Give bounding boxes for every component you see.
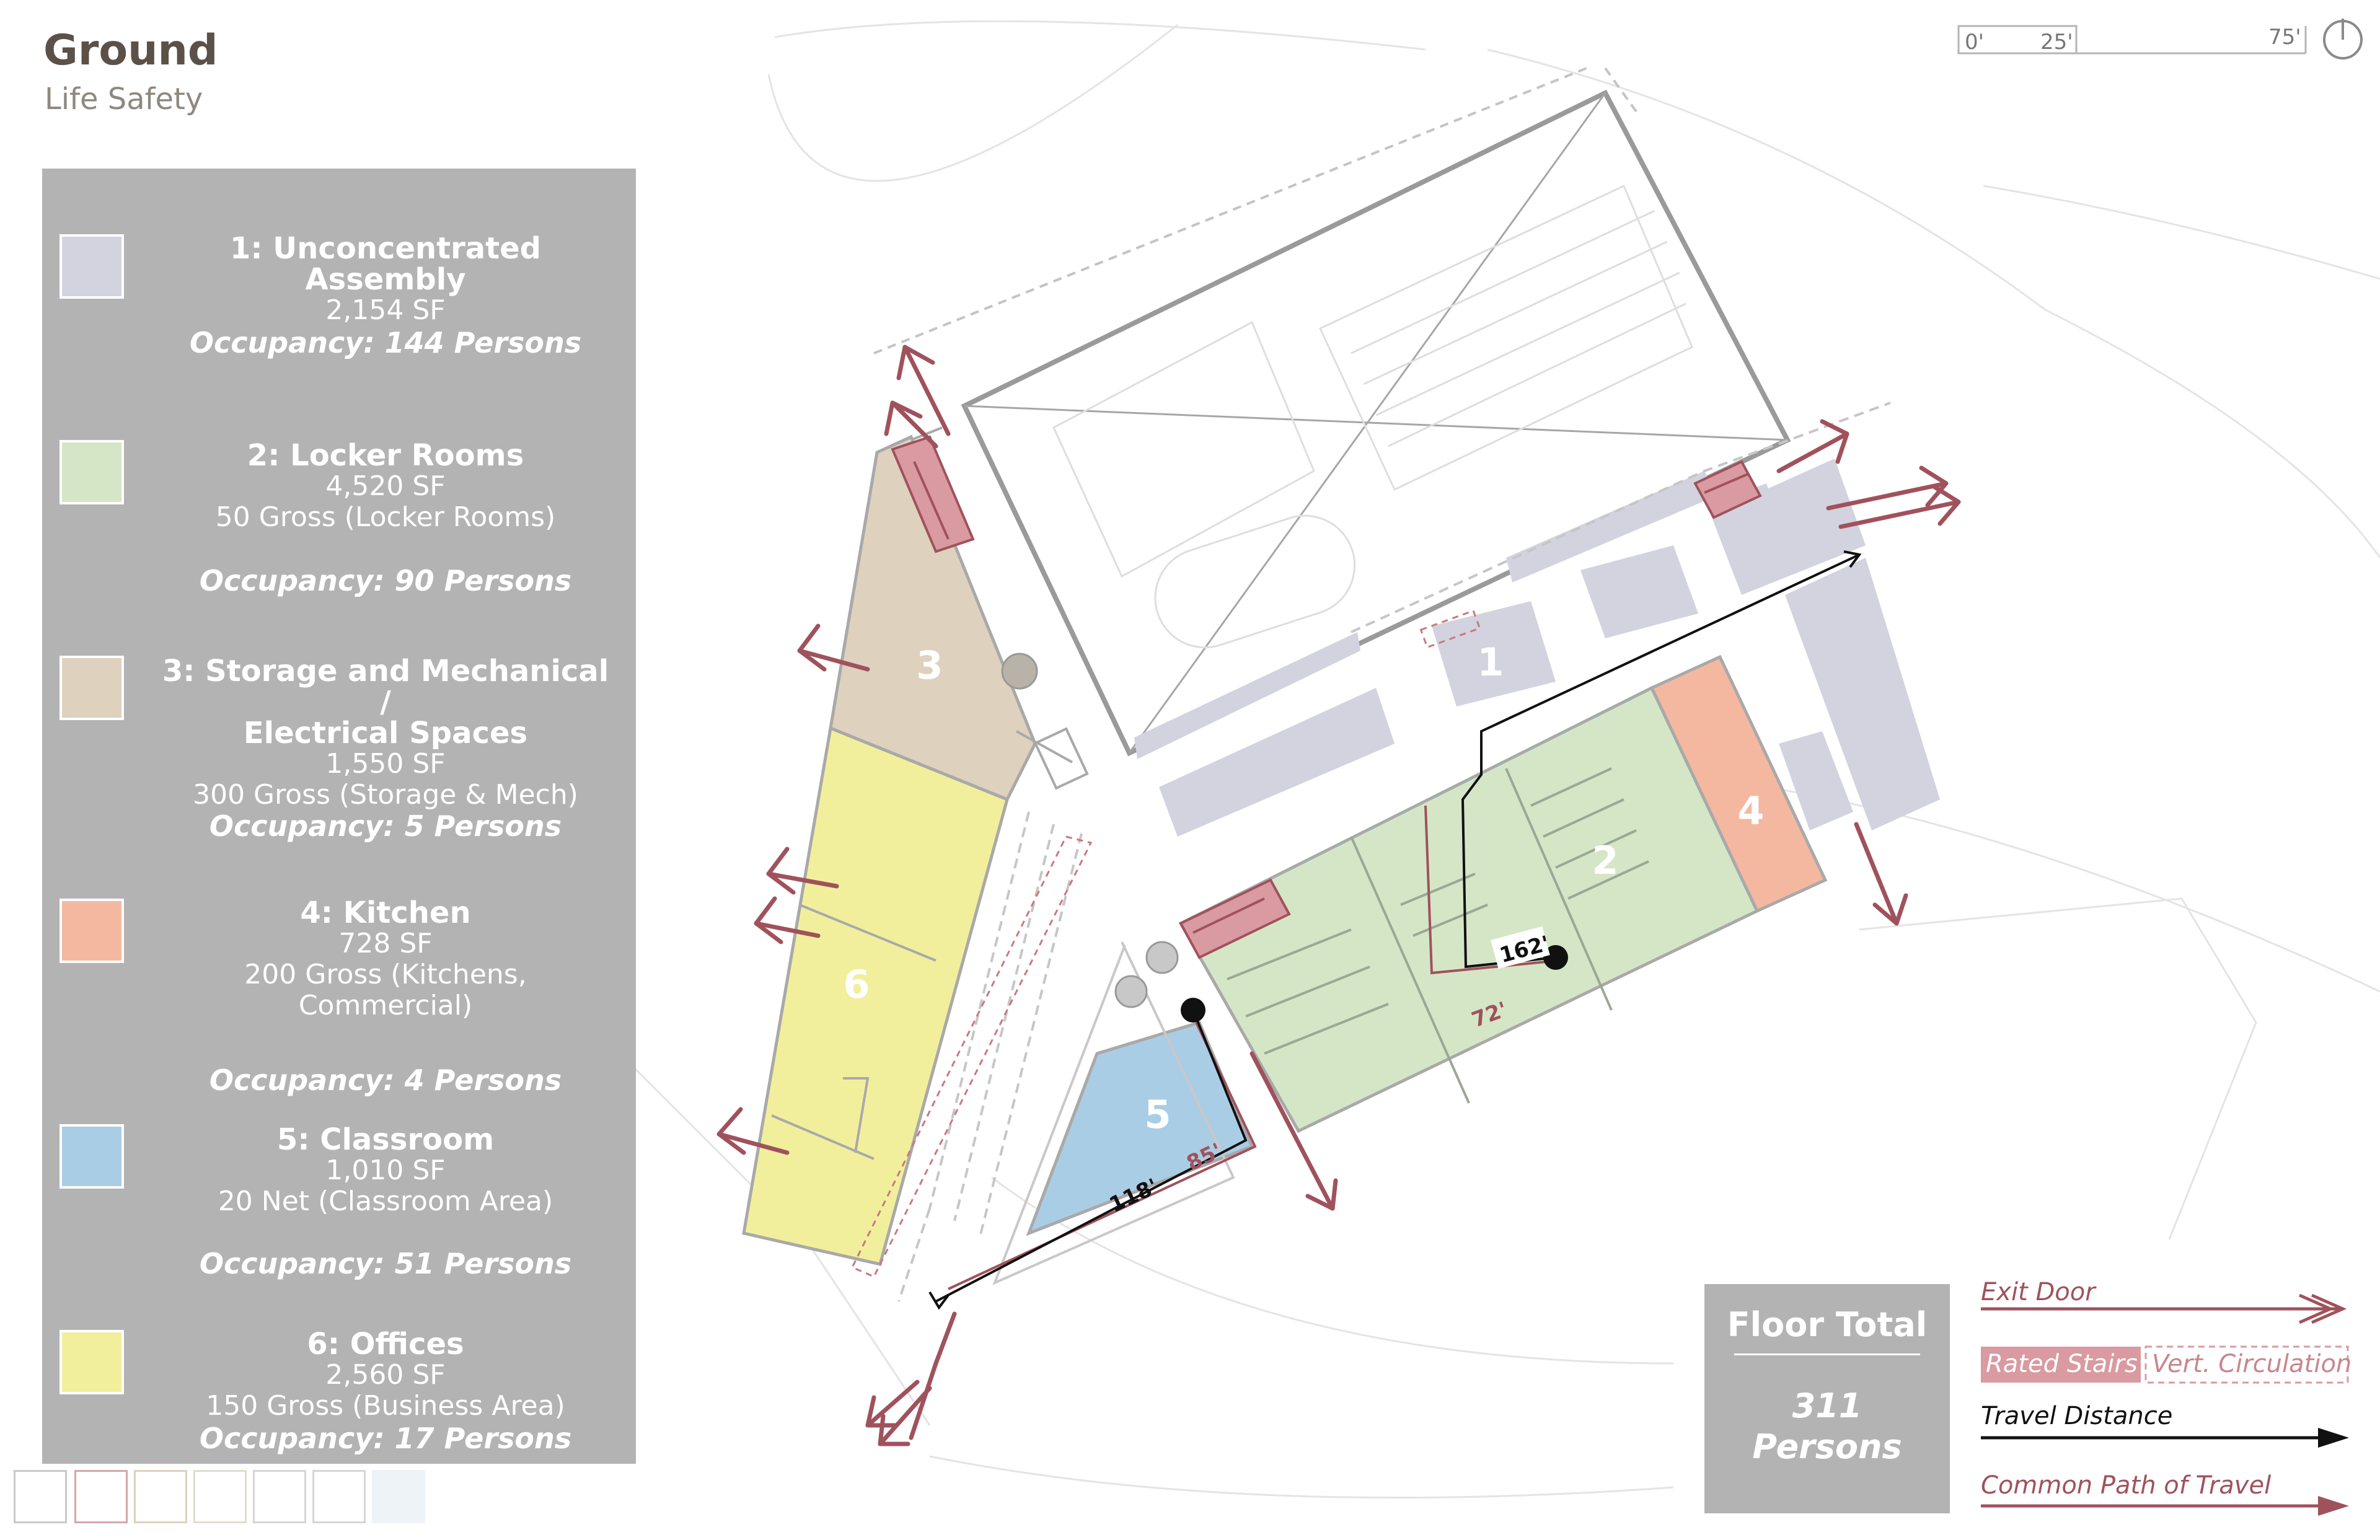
legend-text: 4: Kitchen 728 SF 200 Gross (Kitchens, C… bbox=[154, 897, 617, 1021]
floor-total-unit: Persons bbox=[1752, 1427, 1902, 1466]
legend-swatch-kitchen bbox=[60, 899, 124, 963]
legend-swatch-classroom bbox=[60, 1124, 124, 1189]
legend-factor: 20 Net (Classroom Area) bbox=[218, 1186, 553, 1217]
zone-4-kitchen bbox=[1649, 654, 1828, 913]
legend-text: 2: Locker Rooms 4,520 SF 50 Gross (Locke… bbox=[154, 440, 617, 533]
zone-1-assembly bbox=[1134, 459, 1940, 837]
vertical-circulation-dashed bbox=[850, 609, 1481, 1278]
travel-distance bbox=[928, 550, 1862, 1310]
legend-swatch-storage bbox=[60, 656, 124, 720]
legend-factor: 200 Gross (Kitchens, bbox=[244, 959, 527, 990]
floor-total-value: 311 bbox=[1792, 1386, 1862, 1425]
scale-label-0: 0' bbox=[1965, 30, 1984, 55]
scale-bar bbox=[1957, 25, 2307, 55]
scale-label-75: 75' bbox=[2268, 25, 2301, 50]
key-vert-circulation: Vert. Circulation bbox=[2152, 1350, 2352, 1378]
legend-factor: 50 Gross (Locker Rooms) bbox=[215, 501, 556, 533]
floor-total-label: Floor Total bbox=[1727, 1305, 1928, 1344]
north-arrow bbox=[2323, 19, 2363, 59]
field-building bbox=[873, 67, 1791, 757]
floor-total-divider bbox=[1734, 1353, 1920, 1355]
zone-3-storage bbox=[829, 434, 1037, 802]
palette-swatch bbox=[14, 1470, 67, 1523]
floor-total-box: Floor Total 311 Persons bbox=[1704, 1284, 1950, 1513]
legend-swatch-locker bbox=[60, 440, 124, 504]
legend-area: 2,154 SF bbox=[325, 294, 446, 326]
equipment-circle bbox=[1145, 941, 1179, 974]
exit-arrows bbox=[716, 345, 1961, 1446]
equipment-circle bbox=[1114, 975, 1148, 1008]
legend-area: 1,550 SF bbox=[325, 748, 446, 780]
rated-stairs bbox=[891, 435, 1762, 959]
zone-label: 6 bbox=[843, 962, 870, 1007]
legend-area: 1,010 SF bbox=[325, 1155, 446, 1186]
legend-occupancy: Occupancy: 51 Persons bbox=[199, 1247, 572, 1280]
legend-name: Electrical Spaces bbox=[243, 716, 528, 750]
scale-label-25: 25' bbox=[2040, 30, 2073, 55]
zone-labels: 1 2 3 4 5 6 bbox=[843, 640, 1764, 1137]
legend-occupancy: Occupancy: 5 Persons bbox=[209, 809, 562, 843]
legend-area: 2,560 SF bbox=[325, 1359, 446, 1391]
legend-factor: 300 Gross (Storage & Mech) bbox=[193, 779, 578, 811]
equipment-circle bbox=[1001, 653, 1038, 690]
zone-label: 4 bbox=[1737, 788, 1764, 834]
zone-6-walls bbox=[771, 426, 1089, 1160]
legend-name: 6: Offices bbox=[307, 1327, 464, 1362]
palette-swatch bbox=[134, 1470, 187, 1523]
palette-swatch bbox=[193, 1470, 247, 1523]
legend-name: 1: Unconcentrated Assembly bbox=[229, 231, 542, 297]
legend-occupancy: Occupancy: 90 Persons bbox=[199, 564, 572, 597]
legend-text: 5: Classroom 1,010 SF 20 Net (Classroom … bbox=[154, 1124, 617, 1217]
legend-panel: 1: Unconcentrated Assembly 2,154 SF Occu… bbox=[42, 169, 636, 1464]
legend-factor: Commercial) bbox=[298, 990, 473, 1021]
page-title: Ground bbox=[43, 26, 218, 75]
legend-area: 4,520 SF bbox=[325, 470, 446, 502]
palette-swatch bbox=[253, 1470, 306, 1523]
legend-text: 3: Storage and Mechanical / Electrical S… bbox=[154, 656, 617, 811]
key-rated-stairs: Rated Stairs bbox=[1986, 1350, 2138, 1378]
zone-label: 2 bbox=[1592, 838, 1618, 883]
zone-label: 1 bbox=[1477, 640, 1504, 685]
legend-name: 5: Classroom bbox=[276, 1122, 495, 1157]
legend-swatch-offices bbox=[60, 1330, 124, 1394]
key-exit-door: Exit Door bbox=[1981, 1278, 2096, 1306]
legend-occupancy: Occupancy: 144 Persons bbox=[189, 326, 582, 359]
zone-2-partitions bbox=[1227, 767, 1649, 1104]
legend-factor: 150 Gross (Business Area) bbox=[206, 1390, 565, 1422]
start-point-marker bbox=[1543, 945, 1568, 970]
start-point-marker bbox=[1181, 998, 1205, 1023]
palette-swatch bbox=[312, 1470, 366, 1523]
key-common-path: Common Path of Travel bbox=[1981, 1471, 2272, 1500]
legend-text: 6: Offices 2,560 SF 150 Gross (Business … bbox=[154, 1329, 617, 1422]
page-subtitle: Life Safety bbox=[45, 82, 203, 117]
zone-6-offices bbox=[742, 726, 1009, 1266]
zone-5-surround bbox=[992, 941, 1235, 1285]
legend-occupancy: Occupancy: 4 Persons bbox=[209, 1063, 562, 1097]
palette-swatch bbox=[74, 1470, 128, 1523]
legend-name: 3: Storage and Mechanical / bbox=[162, 654, 609, 719]
floor-total-value-wrap: 311 Persons bbox=[1704, 1386, 1950, 1467]
zone-label: 5 bbox=[1144, 1092, 1171, 1137]
legend-name: 2: Locker Rooms bbox=[247, 438, 524, 473]
key-travel-distance: Travel Distance bbox=[1981, 1402, 2173, 1430]
zone-label: 3 bbox=[916, 643, 943, 688]
legend-occupancy: Occupancy: 17 Persons bbox=[199, 1422, 572, 1455]
palette-swatch bbox=[372, 1470, 425, 1523]
key-graphics bbox=[1981, 1293, 2349, 1516]
legend-area: 728 SF bbox=[338, 928, 433, 959]
legend-swatch-assembly bbox=[60, 234, 124, 299]
legend-text: 1: Unconcentrated Assembly 2,154 SF bbox=[154, 233, 617, 326]
legend-name: 4: Kitchen bbox=[300, 895, 471, 930]
